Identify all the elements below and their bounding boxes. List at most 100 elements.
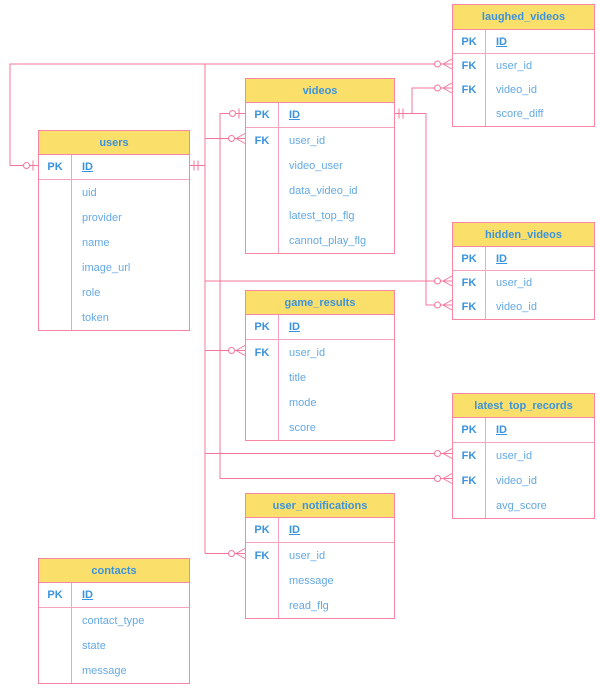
table-header: hidden_videos [453, 223, 594, 247]
zero-or-one-marker-circle [23, 162, 30, 169]
table-row-title: title [246, 365, 394, 390]
table-row-data_video_id: data_video_id [246, 178, 394, 203]
table-title: latest_top_records [474, 399, 573, 412]
column-name: video_id [496, 474, 537, 487]
column-name: provider [82, 211, 122, 224]
key-badge: FK [461, 301, 477, 313]
crow-foot-circle [434, 450, 441, 457]
table-header: user_notifications [246, 494, 394, 518]
table-header: game_results [246, 291, 394, 315]
column-name: ID [289, 321, 300, 333]
table-row-name: name [39, 230, 189, 255]
key-column-divider [278, 103, 279, 253]
key-badge: FK [461, 84, 477, 96]
table-row-ID: PK ID [453, 30, 594, 54]
column-name: avg_score [496, 499, 547, 512]
crow-foot-marker [442, 448, 453, 459]
relationship-videos-hidden_videos-video_id [395, 113, 453, 311]
one-marker [193, 160, 199, 171]
column-name: state [82, 639, 106, 652]
table-row-avg_score: avg_score [453, 493, 594, 518]
key-badge: FK [461, 60, 477, 72]
zero-or-one-marker-circle [229, 110, 236, 117]
table-row-image_url: image_url [39, 255, 189, 280]
key-badge: FK [461, 277, 477, 289]
key-column-divider [485, 418, 486, 518]
column-name: user_id [496, 449, 533, 462]
key-badge: PK [254, 109, 270, 121]
key-badge: FK [461, 474, 477, 487]
edge-line [395, 113, 443, 306]
column-name: uid [82, 186, 97, 199]
column-name: ID [496, 35, 507, 48]
table-row-ID: PK ID [246, 315, 394, 340]
crow-foot-marker [442, 275, 453, 287]
column-name: user_id [289, 346, 326, 359]
key-badge: PK [254, 321, 270, 333]
relationship-users-latest_top_records-user_id [205, 448, 453, 459]
table-header: users [39, 131, 189, 155]
column-name: ID [82, 589, 93, 601]
relationship-users-game_results-user_id [205, 345, 246, 356]
column-name: score_diff [496, 108, 544, 120]
key-badge: PK [461, 35, 477, 48]
table-header: videos [246, 79, 394, 103]
crow-foot-marker [235, 345, 246, 356]
table-title: laughed_videos [481, 11, 566, 23]
relationship-videos-latest_top_records-video_id [219, 108, 453, 484]
column-name: ID [289, 524, 300, 536]
table-header: contacts [39, 559, 189, 583]
column-name: mode [289, 396, 317, 409]
crow-foot-marker [235, 133, 246, 144]
table-row-user_id: FK user_id [246, 340, 394, 365]
key-column-divider [71, 155, 72, 330]
relationship-users-hidden_videos-user_id [205, 275, 453, 287]
table-row-cannot_play_flg: cannot_play_flg [246, 228, 394, 253]
column-name: user_id [496, 277, 533, 289]
column-name: video_id [496, 301, 537, 313]
column-name: title [289, 371, 307, 384]
table-title: user_notifications [272, 499, 368, 512]
crow-foot-marker [235, 548, 246, 559]
crow-foot-circle [434, 60, 441, 68]
table-title: videos [302, 84, 338, 97]
key-badge: PK [461, 252, 477, 265]
column-name: ID [496, 252, 507, 265]
column-name: ID [496, 424, 507, 436]
table-title: game_results [284, 296, 356, 309]
table-row-video_user: video_user [246, 153, 394, 178]
column-name: video_user [289, 159, 343, 172]
column-name: role [82, 286, 101, 299]
table-header: laughed_videos [453, 5, 594, 30]
column-name: ID [82, 161, 93, 173]
column-name: read_flg [289, 599, 329, 612]
key-badge: FK [254, 346, 270, 359]
column-name: data_video_id [289, 184, 358, 197]
table-row-latest_top_flg: latest_top_flg [246, 203, 394, 228]
key-column-divider [71, 583, 72, 683]
relationship-users-user_notifications-user_id [205, 548, 246, 559]
table-row-score_diff: score_diff [453, 102, 594, 126]
column-name: image_url [82, 261, 131, 274]
column-name: message [289, 574, 334, 587]
key-column-divider [485, 247, 486, 319]
column-name: ID [289, 109, 300, 121]
table-row-message: message [246, 568, 394, 593]
